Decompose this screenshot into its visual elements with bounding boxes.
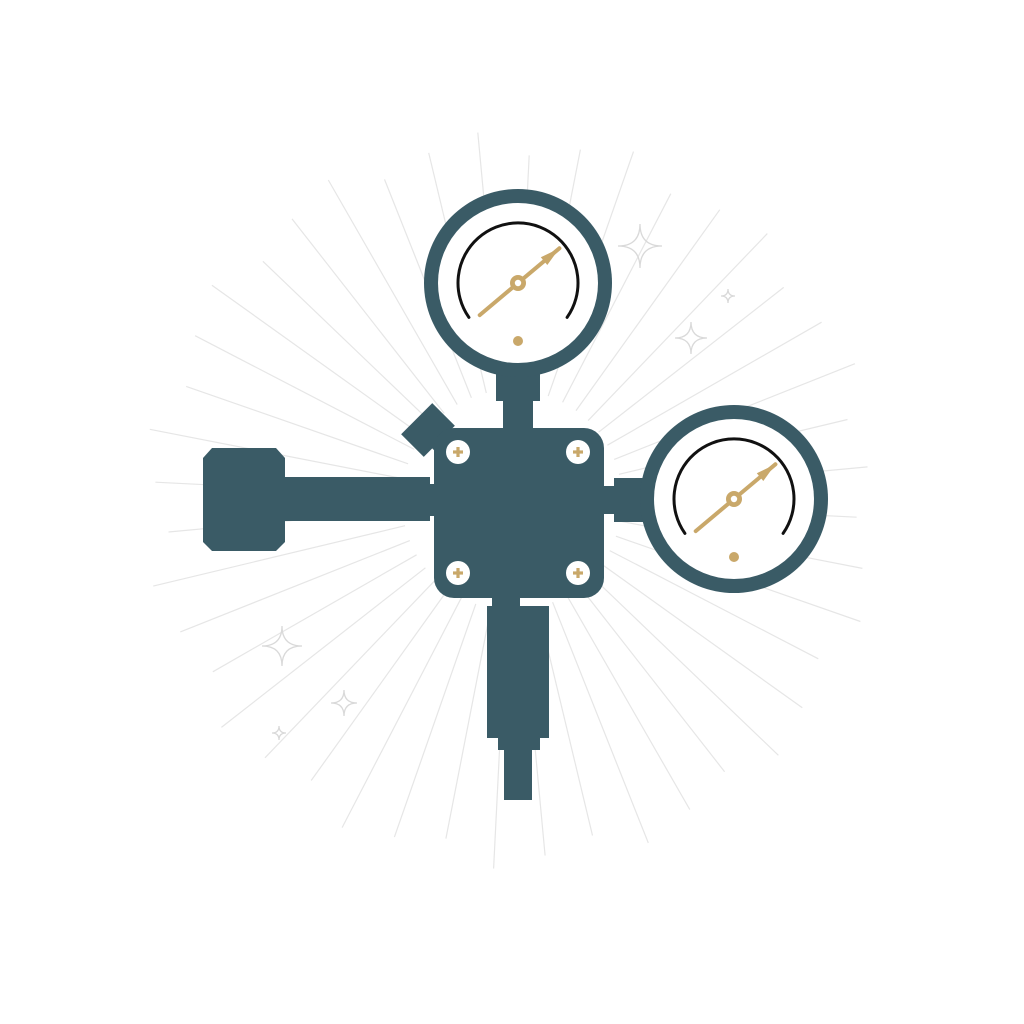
gauge-needle-tip <box>540 248 560 265</box>
background-ray <box>598 286 785 433</box>
background-ray <box>341 597 462 828</box>
background-ray <box>601 563 803 709</box>
background-ray <box>587 233 768 422</box>
sparkle-icon <box>271 725 287 741</box>
background-ray <box>291 218 445 414</box>
background-ray <box>186 385 409 465</box>
background-ray <box>180 540 411 633</box>
screw-icon <box>446 440 470 464</box>
outlet-step <box>498 734 540 750</box>
gauge-pin <box>513 336 523 346</box>
background-ray <box>552 601 649 844</box>
sparkle-icon <box>261 625 303 667</box>
outlet-nozzle <box>504 748 532 800</box>
background-ray <box>221 567 426 728</box>
gauge-scale-arc <box>672 437 796 535</box>
regulator-body-group <box>203 189 828 800</box>
background-ray <box>579 586 726 773</box>
sparkle-icon <box>330 689 358 717</box>
right-pressure-gauge <box>640 405 828 593</box>
outlet-body <box>487 606 549 738</box>
sparkle-icon <box>617 223 663 269</box>
background-ray <box>194 335 415 450</box>
background-ray <box>562 193 672 403</box>
handle-knob <box>203 448 285 551</box>
sparkle-icon <box>674 321 708 355</box>
background-ray <box>264 578 437 759</box>
handle-shaft <box>280 477 430 521</box>
background-ray <box>575 209 721 411</box>
gauge-needle-tip <box>756 464 776 481</box>
screw-icon <box>566 561 590 585</box>
gauge-scale-arc <box>456 221 580 319</box>
background-ray <box>590 575 779 756</box>
gauge-pin <box>729 552 739 562</box>
background-ray <box>609 550 819 660</box>
background-ray <box>212 554 417 673</box>
background-ray <box>153 525 406 587</box>
regulator-block <box>434 428 604 598</box>
sparkles <box>261 223 736 741</box>
screws <box>446 440 590 585</box>
screw-icon <box>566 440 590 464</box>
upper-pressure-gauge <box>424 189 612 377</box>
screw-icon <box>446 561 470 585</box>
background-ray <box>211 284 423 437</box>
background-ray <box>327 179 458 405</box>
background-ray <box>393 603 477 838</box>
background-ray <box>566 595 691 810</box>
sparkle-icon <box>720 288 736 304</box>
background-ray <box>262 260 434 425</box>
background-ray <box>445 607 492 839</box>
background-ray <box>607 321 822 446</box>
background-ray <box>310 589 449 781</box>
